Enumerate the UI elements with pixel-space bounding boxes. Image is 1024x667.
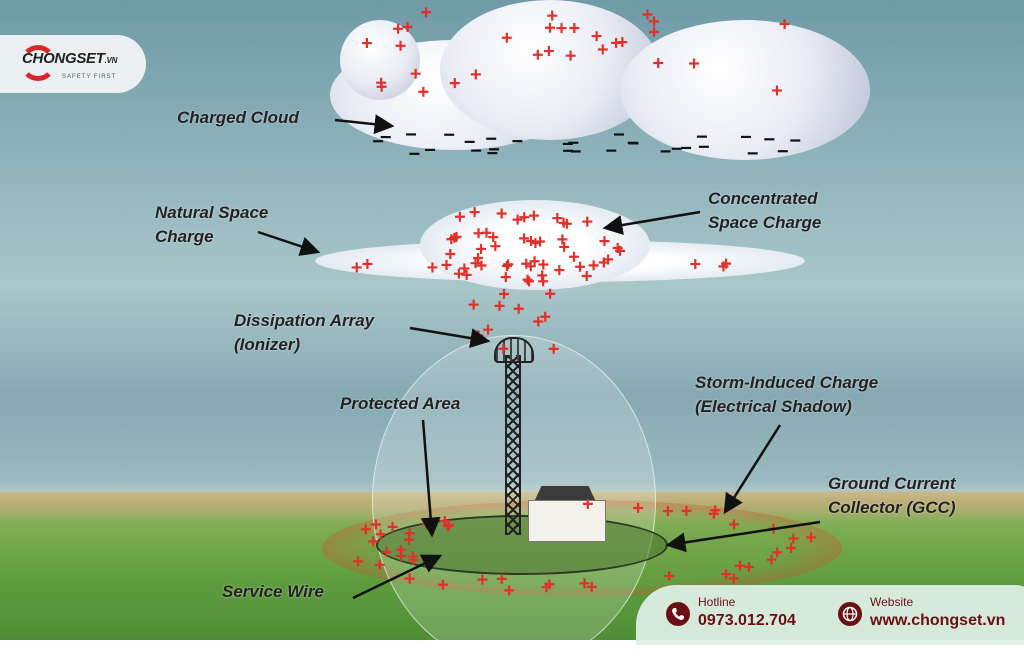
- logo-suffix: .VN: [104, 56, 118, 65]
- label-ground-current-collector: Ground Current Collector (GCC): [828, 472, 956, 520]
- label-line: Collector (GCC): [828, 498, 956, 517]
- brand-logo[interactable]: CHONGSET.VN SAFETY FIRST: [0, 35, 146, 93]
- contact-bar: Hotline 0973.012.704 Website www.chongse…: [636, 585, 1024, 645]
- website-label: Website: [870, 595, 914, 609]
- house-roof: [534, 486, 596, 502]
- arrow-service-wire: [352, 554, 443, 600]
- label-line: (Ionizer): [234, 335, 301, 354]
- arrow-natural-space-charge: [257, 230, 321, 256]
- arrow-gcc: [665, 520, 821, 553]
- label-natural-space-charge: Natural Space Charge: [155, 201, 268, 249]
- logo-text: CHONGSET: [22, 50, 105, 67]
- label-line: Space Charge: [708, 213, 822, 232]
- arrow-charged-cloud: [334, 114, 395, 135]
- label-dissipation-array: Dissipation Array (Ionizer): [234, 309, 374, 357]
- label-line: (Electrical Shadow): [695, 397, 852, 416]
- label-storm-induced-charge: Storm-Induced Charge (Electrical Shadow): [695, 371, 878, 419]
- phone-icon: [666, 602, 690, 626]
- label-protected-area: Protected Area: [340, 394, 461, 413]
- label-line: Ground Current: [828, 474, 956, 493]
- pointer-arrows: [257, 114, 821, 600]
- hotline-label: Hotline: [698, 595, 736, 609]
- label-line: Dissipation Array: [234, 311, 375, 330]
- label-service-wire: Service Wire: [222, 582, 324, 601]
- dissipation-tower: [505, 355, 521, 535]
- label-concentrated-space-charge: Concentrated Space Charge: [708, 187, 821, 235]
- arrow-storm-induced-charge: [723, 424, 782, 515]
- logo-tagline: SAFETY FIRST: [62, 74, 117, 80]
- label-charged-cloud: Charged Cloud: [177, 108, 299, 127]
- label-line: Concentrated: [708, 189, 818, 208]
- hotline-number[interactable]: 0973.012.704: [698, 612, 796, 629]
- label-line: Storm-Induced Charge: [695, 373, 879, 392]
- arrow-dissipation-array: [409, 326, 491, 348]
- label-line: Natural Space: [155, 203, 269, 222]
- globe-icon: [838, 602, 862, 626]
- website-link[interactable]: www.chongset.vn: [870, 612, 1006, 629]
- label-line: Charge: [155, 227, 214, 246]
- arrow-concentrated-space-charge: [602, 210, 701, 235]
- arrow-protected-area: [420, 419, 441, 538]
- logo-mark-icon: [20, 45, 56, 81]
- logo-name: CHONGSET.VN: [22, 50, 117, 70]
- house: [528, 500, 606, 542]
